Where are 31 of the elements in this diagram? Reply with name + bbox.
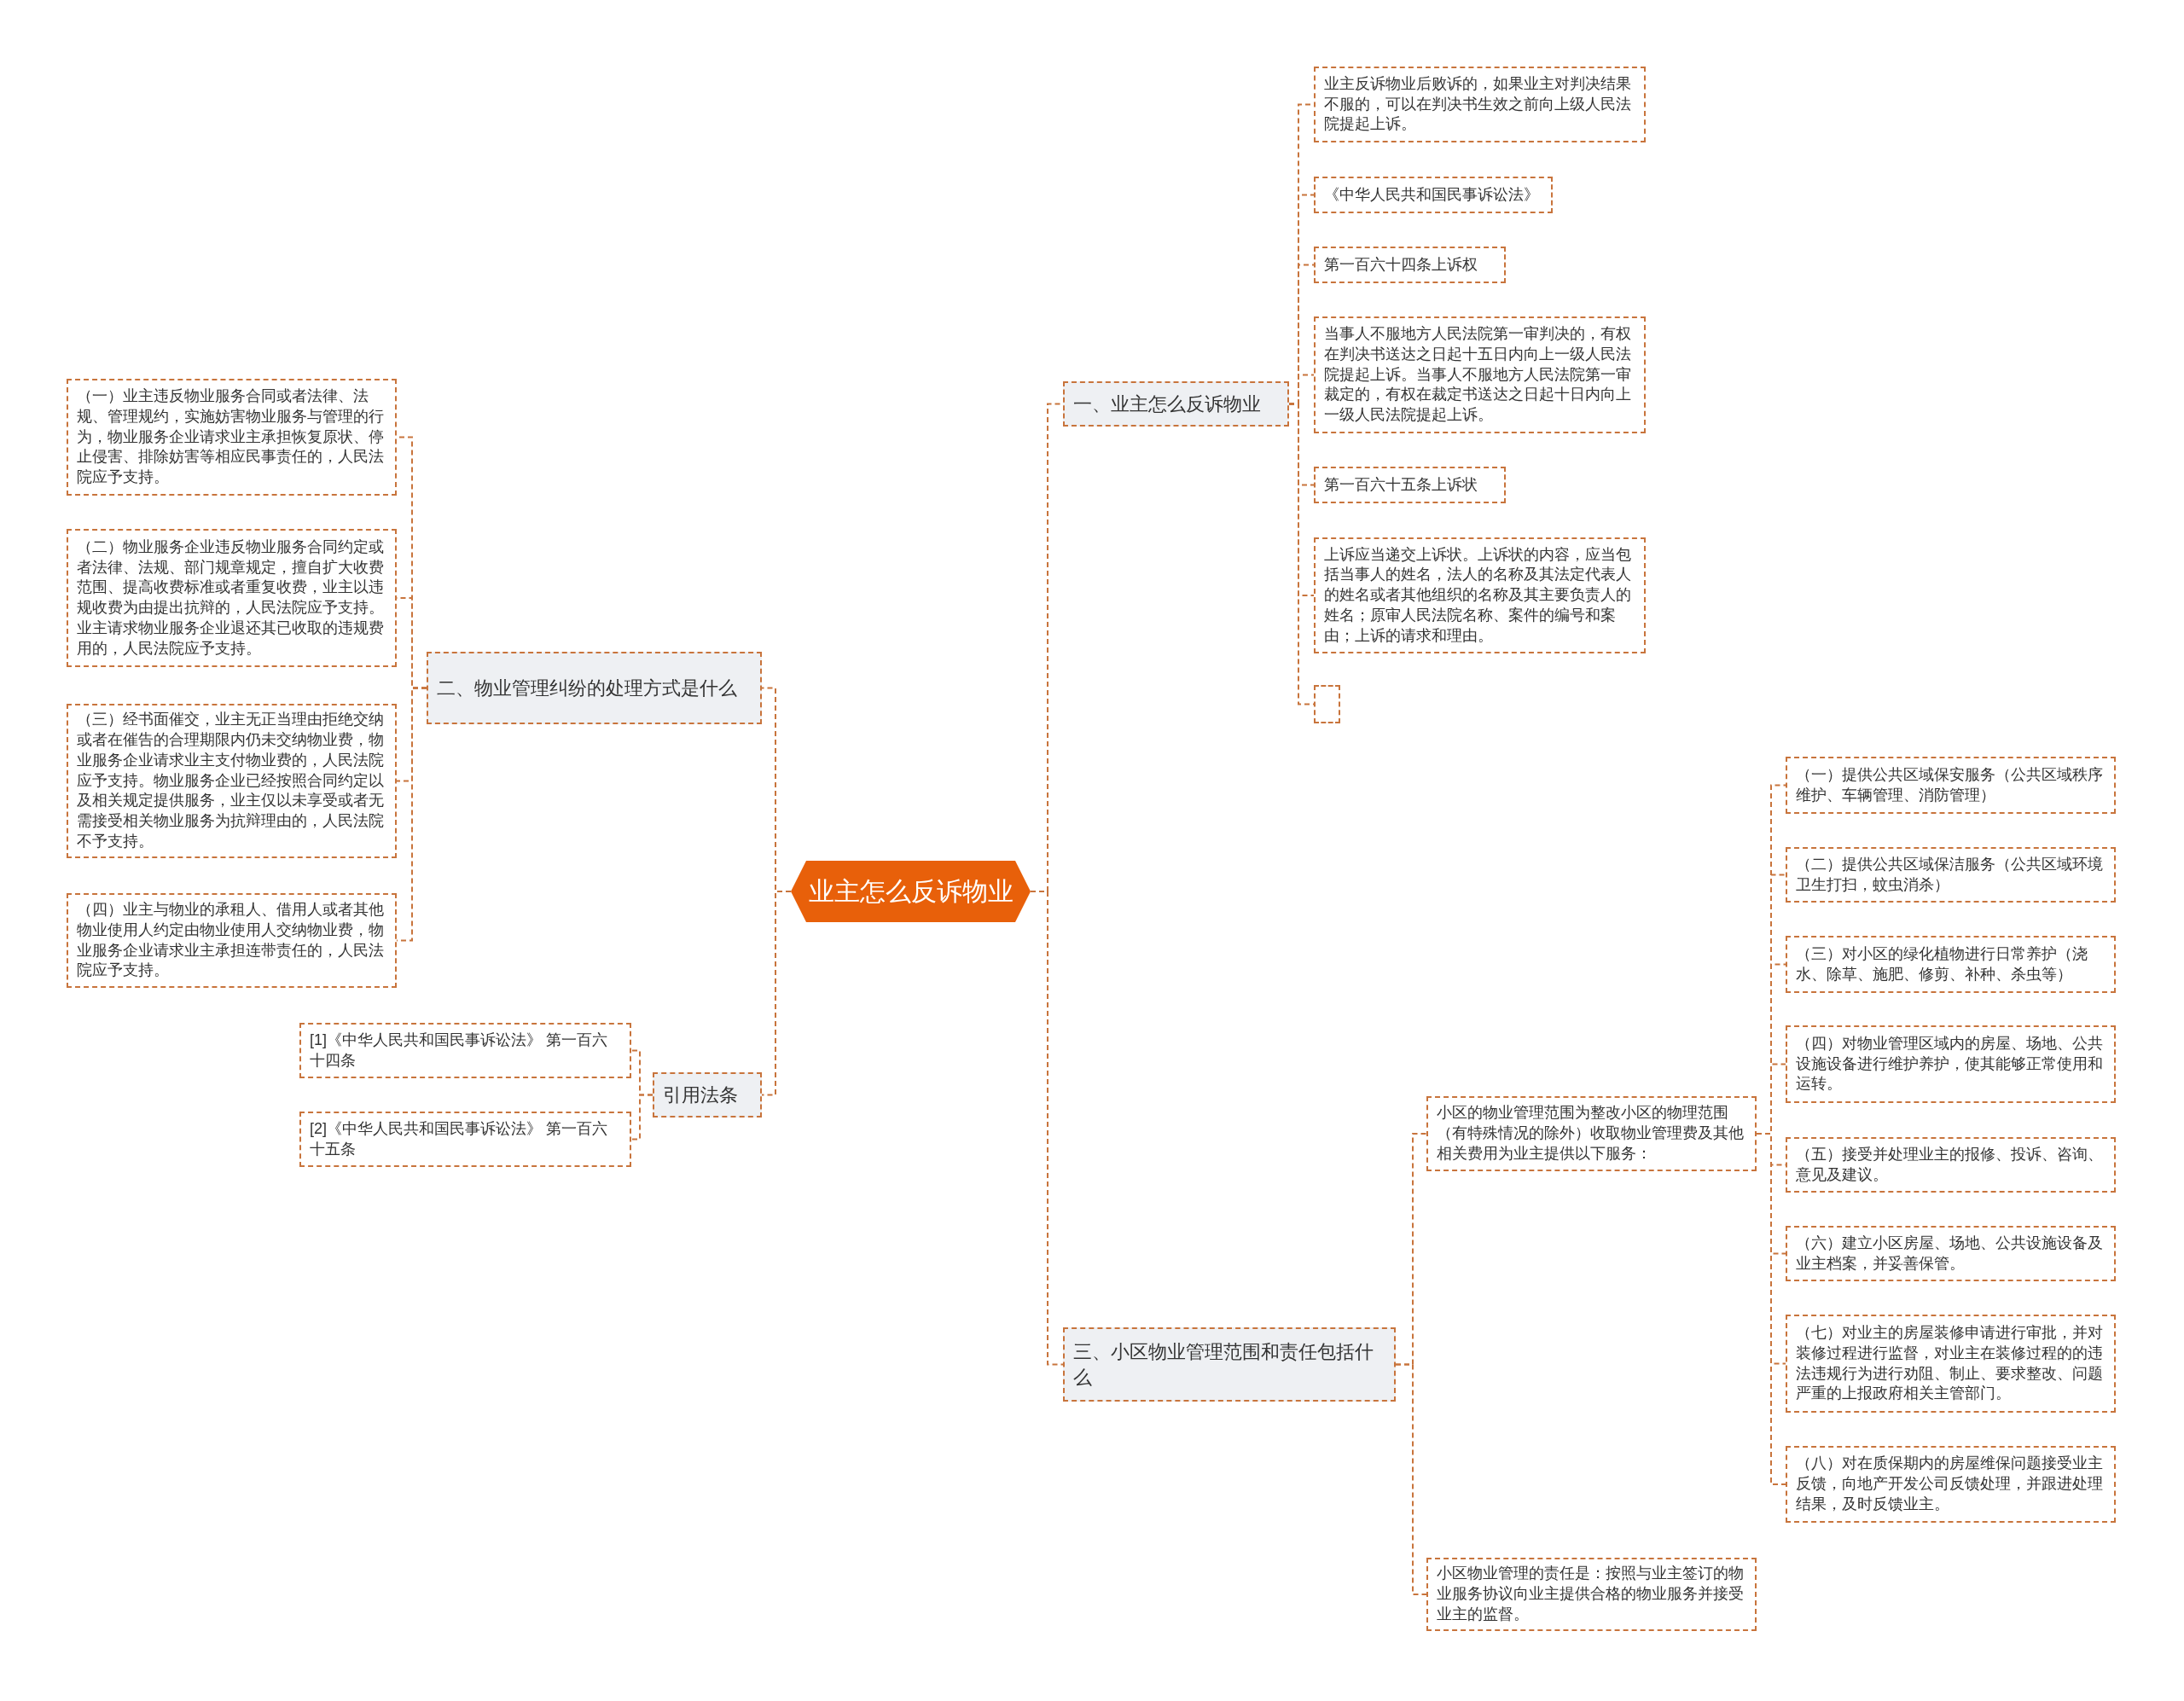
text-box: [2]《中华人民共和国民事诉讼法》 第一百六十五条 — [299, 1112, 631, 1167]
text-box: 当事人不服地方人民法院第一审判决的，有权在判决书送达之日起十五日内向上一级人民法院提起上诉。当事人不服地方人民法院第一审裁定的，有权在裁定书送达之日起十日内向上一级人民法院提起上诉。 — [1314, 316, 1646, 433]
text-box: （一）业主违反物业服务合同或者法律、法规、管理规约，实施妨害物业服务与管理的行为，物业服务企业请求业主承担恢复原状、停止侵害、排除妨害等相应民事责任的，人民法院应予支持。 — [67, 379, 397, 496]
text-box: （五）接受并处理业主的报修、投诉、咨询、意见及建议。 — [1786, 1137, 2116, 1193]
text-box: （三）经书面催交，业主无正当理由拒绝交纳或者在催告的合理期限内仍未交纳物业费，物业服务企业请求业主支付物业费的，人民法院应予支持。物业服务企业已经按照合同约定以及相关规定提供服务，业主仅以未享受或者无需接受相关物业服务为抗辩理由的，人民法院不予支持。 — [67, 704, 397, 858]
text-box: （二）物业服务企业违反物业服务合同约定或者法律、法规、部门规章规定，擅自扩大收费范围、提高收费标准或者重复收费，业主以违规收费为由提出抗辩的，人民法院应予支持。业主请求物业服务企业退还其已收取的违规费用的，人民法院应予支持。 — [67, 529, 397, 667]
text-box: （三）对小区的绿化植物进行日常养护（浇水、除草、施肥、修剪、补种、杀虫等） — [1786, 936, 2116, 993]
root-hexagon: 业主怎么反诉物业 — [791, 861, 1031, 922]
text-box: （八）对在质保期内的房屋维保问题接受业主反馈，向地产开发公司反馈处理，并跟进处理结果，及时反馈业主。 — [1786, 1446, 2116, 1523]
text-box: （一）提供公共区域保安服务（公共区域秩序维护、车辆管理、消防管理） — [1786, 757, 2116, 814]
text-box: 上诉应当递交上诉状。上诉状的内容，应当包括当事人的姓名，法人的名称及其法定代表人的姓名或者其他组织的名称及其主要负责人的姓名；原审人民法院名称、案件的编号和案由；上诉的请求和理由。 — [1314, 537, 1646, 653]
text-box: 《中华人民共和国民事诉讼法》 — [1314, 177, 1553, 213]
empty-box — [1314, 685, 1340, 723]
text-box: （二）提供公共区域保洁服务（公共区域环境卫生打扫，蚊虫消杀） — [1786, 847, 2116, 903]
topic-box: 二、物业管理纠纷的处理方式是什么 — [427, 652, 762, 724]
connector-line — [761, 891, 792, 1096]
topic-box: 一、业主怎么反诉物业 — [1063, 381, 1289, 427]
text-box: 业主反诉物业后败诉的，如果业主对判决结果不服的，可以在判决书生效之前向上级人民法院提起上诉。 — [1314, 67, 1646, 142]
text-box: 第一百六十五条上诉状 — [1314, 467, 1506, 503]
connector-line — [1395, 1363, 1427, 1595]
connector-line — [630, 1094, 653, 1141]
text-box: （七）对业主的房屋装修申请进行审批，并对装修过程进行监督，对业主在装修过程的的违法违规行为进行劝阻、制止、要求整改、问题严重的上报政府相关主管部门。 — [1786, 1315, 2116, 1413]
text-box: 小区物业管理的责任是：按照与业主签订的物业服务协议向业主提供合格的物业服务并接受业主的监督。 — [1426, 1558, 1757, 1631]
text-box: 小区的物业管理范围为整改小区的物理范围（有特殊情况的除外）收取物业管理费及其他相关费用为业主提供以下服务： — [1426, 1096, 1757, 1171]
topic-box: 三、小区物业管理范围和责任包括什么 — [1063, 1327, 1396, 1402]
text-box: （六）建立小区房屋、场地、公共设施设备及业主档案，并妥善保管。 — [1786, 1226, 2116, 1281]
text-box: 第一百六十四条上诉权 — [1314, 247, 1506, 283]
topic-box: 引用法条 — [653, 1072, 762, 1118]
text-box: [1]《中华人民共和国民事诉讼法》 第一百六十四条 — [299, 1023, 631, 1078]
text-box: （四）对物业管理区域内的房屋、场地、公共设施设备进行维护养护，使其能够正常使用和运转。 — [1786, 1025, 2116, 1103]
text-box: （四）业主与物业的承租人、借用人或者其他物业使用人约定由物业使用人交纳物业费，物业服务企业请求业主承担连带责任的，人民法院应予支持。 — [67, 893, 397, 988]
